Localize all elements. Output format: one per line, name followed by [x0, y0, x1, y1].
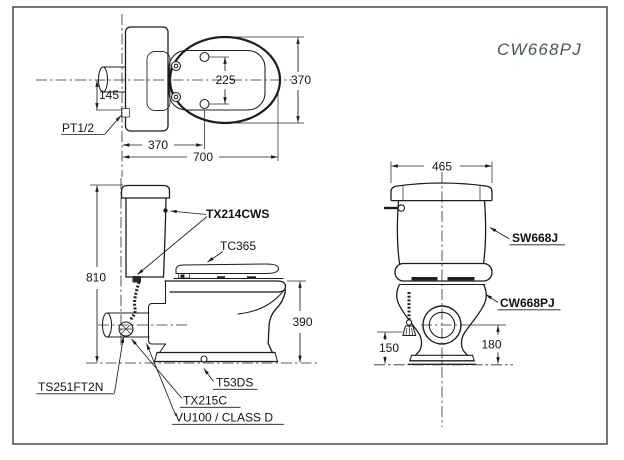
tx214cws-label: TX214CWS — [206, 207, 269, 221]
top-view-drawing — [97, 26, 282, 132]
front-view-labels: SW668J CW668PJ — [485, 227, 565, 311]
tc365-label: TC365 — [220, 239, 256, 253]
lid-hinge-plate-plan — [146, 51, 171, 111]
cw668pj-bowl-label: CW668PJ — [500, 296, 555, 310]
side-view-dimensions: 810 390 — [86, 184, 313, 363]
inlet-pipe-plan — [97, 66, 126, 93]
side-view: 810 390 TX214CWS TC365 TS251FT2N T53DS T… — [36, 178, 318, 425]
dim-145-value: 145 — [99, 88, 119, 102]
pt12-label: PT1/2 — [62, 121, 94, 135]
tx215c-label: TX215C — [183, 394, 227, 408]
tank-plan-outline — [124, 26, 169, 132]
seat-lid-side — [173, 263, 284, 280]
seat-hinges-plan — [170, 60, 182, 103]
dim-810-value: 810 — [86, 271, 106, 285]
front-view-centerlines — [374, 172, 513, 427]
tank-front — [384, 182, 493, 265]
mounting-bolt-holes — [199, 51, 210, 110]
trapway-side — [147, 302, 167, 345]
top-view-dimensions: 225 370 145 PT1/2 370 700 — [61, 36, 311, 164]
dim-180-value: 180 — [481, 338, 501, 352]
sw668j-label: SW668J — [512, 231, 558, 245]
tank-button — [163, 208, 168, 213]
dim-700-value: 700 — [193, 150, 213, 164]
front-view-dimensions: 465 150 180 — [377, 160, 506, 364]
side-view-labels: TX214CWS TC365 TS251FT2N T53DS TX215C VU… — [36, 207, 284, 425]
front-view: 465 150 180 SW668J CW668PJ — [374, 160, 565, 427]
ts251ft2n-label: TS251FT2N — [38, 380, 103, 394]
dim-370-setout-value: 370 — [148, 138, 168, 152]
dim-390-value: 390 — [292, 315, 312, 329]
bolt-cap-side — [200, 355, 208, 363]
supply-hose-side — [129, 281, 141, 321]
drawing-title: CW668PJ — [497, 40, 582, 59]
t53ds-label: T53DS — [216, 376, 253, 390]
tank-inlet-fitting — [132, 276, 141, 283]
vu100-label: VU100 / CLASS D — [175, 411, 273, 425]
top-view-centerlines — [36, 14, 292, 177]
side-view-centerlines — [86, 178, 318, 364]
bowl-side — [147, 280, 287, 363]
top-view: 225 370 145 PT1/2 370 700 — [36, 14, 311, 177]
tank-lid-front — [390, 182, 493, 202]
front-view-drawing — [384, 182, 493, 365]
dim-225-value: 225 — [215, 73, 235, 87]
dim-150-value: 150 — [379, 341, 399, 355]
dim-465-value: 465 — [432, 160, 452, 174]
inlet-fitting-plan — [121, 108, 130, 118]
stop-valve-front — [402, 319, 417, 337]
seat-front — [394, 262, 493, 286]
tank-side — [120, 184, 171, 283]
dim-370-width-value: 370 — [291, 73, 311, 87]
sheet-border — [12, 6, 608, 445]
